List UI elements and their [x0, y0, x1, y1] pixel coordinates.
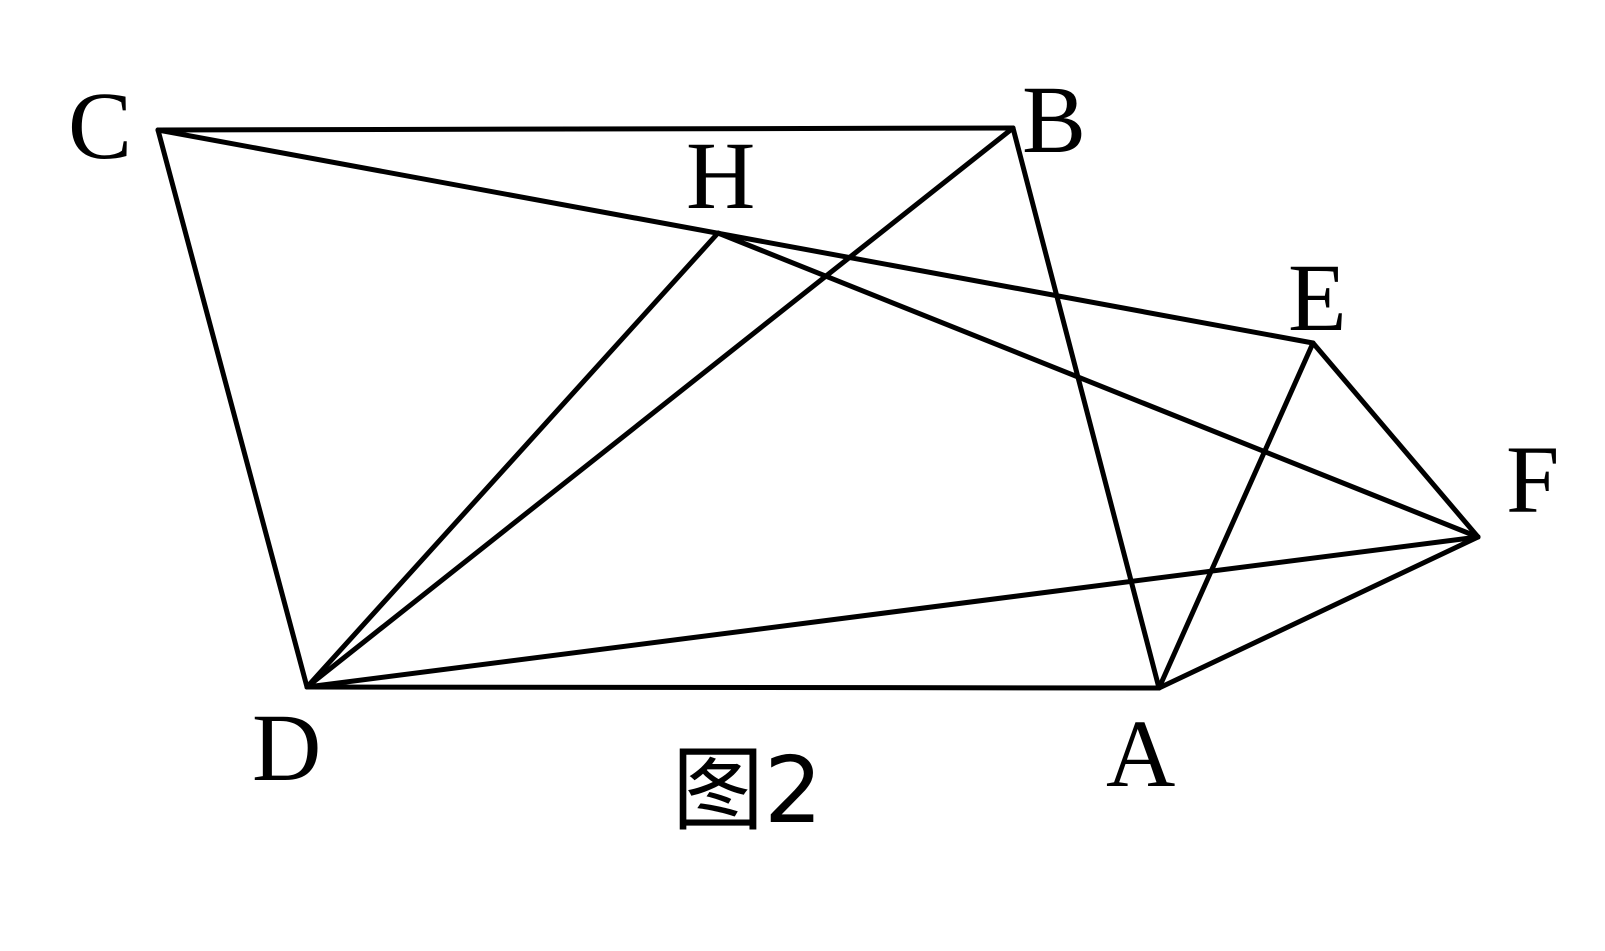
edge-AE [1156, 340, 1316, 691]
edge-DH [304, 230, 721, 690]
edge-AF [1156, 534, 1481, 691]
edge-CD [155, 127, 310, 690]
edge-CB [155, 125, 1016, 133]
edge-HF [715, 230, 1481, 540]
edge-layer [155, 125, 1481, 691]
edge-DB [304, 125, 1016, 690]
vertex-label-h: H [686, 122, 756, 229]
edge-CE [155, 127, 1316, 346]
vertex-label-c: C [68, 72, 133, 179]
edge-DF [304, 534, 1481, 690]
edge-BA [1010, 125, 1162, 691]
vertex-label-d: D [252, 694, 322, 801]
vertex-label-f: F [1506, 426, 1560, 533]
vertex-label-b: B [1022, 66, 1087, 173]
vertex-label-e: E [1288, 244, 1347, 351]
edge-DA [304, 684, 1162, 691]
edge-EF [1310, 340, 1481, 540]
vertex-label-a: A [1106, 700, 1176, 807]
figure-caption: 图2 [672, 737, 823, 844]
